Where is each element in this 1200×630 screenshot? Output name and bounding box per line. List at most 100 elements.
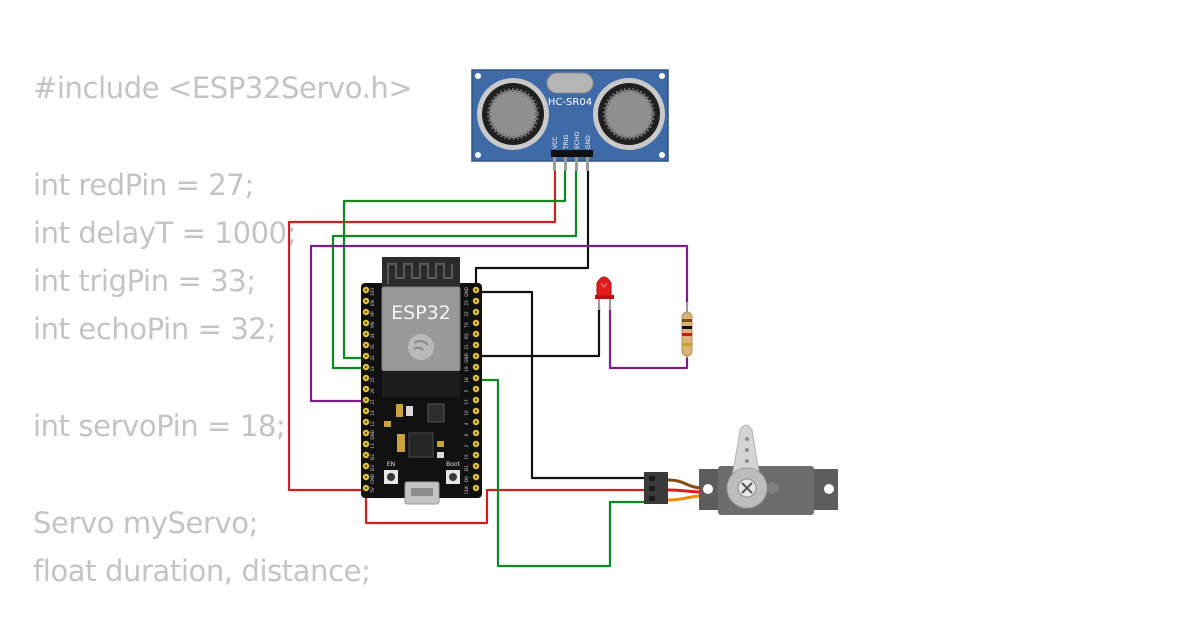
right-header-pin-hole <box>474 453 478 457</box>
right-pin-label: GND <box>464 353 469 363</box>
left-header-pin-hole <box>364 387 368 391</box>
code-listing: #include <ESP32Servo.h> int redPin = 27;… <box>33 64 413 595</box>
right-header-pin-hole <box>474 376 478 380</box>
right-pin-label: TX <box>464 322 469 329</box>
left-pin-label: 25 <box>370 377 375 383</box>
left-header-pin-hole <box>364 398 368 402</box>
en-button-label: EN <box>387 461 395 468</box>
right-pin-label: 2 <box>464 444 469 447</box>
wire-green-trig <box>342 170 567 360</box>
left-header-pin-hole <box>364 464 368 468</box>
crystal-oscillator <box>546 72 594 94</box>
code-line: #include <ESP32Servo.h> <box>33 71 413 105</box>
esp32-module-label: ESP32 <box>391 302 451 324</box>
right-header-pin-hole <box>474 398 478 402</box>
right-pin-label: 16 <box>464 410 469 416</box>
left-pin-label: D3 <box>370 465 375 471</box>
sensor-pin-gnd-label: GND <box>585 135 592 149</box>
left-header-pin-hole <box>364 475 368 479</box>
sensor-transducer-right <box>593 78 665 150</box>
right-pin-label: 18 <box>464 377 469 383</box>
left-pin-label: VP <box>370 311 375 317</box>
left-pin-header: 3V3ENVPVN343532332526271412GND13D2D3CMD5… <box>362 286 375 493</box>
left-pin-label: GND <box>370 430 375 440</box>
wire-purple-led-2 <box>608 306 689 370</box>
right-pin-label: 0 <box>464 433 469 436</box>
right-header-pin-hole <box>474 321 478 325</box>
right-pin-label: GND <box>464 287 469 297</box>
wire-red-vcc <box>287 170 557 492</box>
left-header-pin-hole <box>364 420 368 424</box>
wire-black-servo <box>476 290 645 480</box>
left-pin-label: 14 <box>370 410 375 416</box>
left-pin-label: 34 <box>370 333 375 339</box>
left-pin-label: 27 <box>370 399 375 405</box>
right-header-pin-hole <box>474 464 478 468</box>
sensor-transducer-left <box>477 78 549 150</box>
wires <box>287 170 689 568</box>
left-header-pin-hole <box>364 376 368 380</box>
ultrasonic-sensor: HC-SR04 VCC TRIG ECHO GND <box>471 69 669 171</box>
wire-purple-led <box>309 244 689 403</box>
left-pin-label: 13 <box>370 443 375 449</box>
right-header-pin-hole <box>474 420 478 424</box>
right-header-pin-hole <box>474 343 478 347</box>
left-header-pin-hole <box>364 431 368 435</box>
left-pin-label: 5V <box>370 487 375 493</box>
right-header-pin-hole <box>474 486 478 490</box>
right-pin-label: 15 <box>464 454 469 460</box>
wire-green-servo <box>476 378 645 568</box>
sensor-pin-vcc-label: VCC <box>552 137 559 149</box>
servo-motor <box>644 424 838 515</box>
sensor-pin-echo-label: ECHO <box>574 132 581 149</box>
right-header-pin-hole <box>474 442 478 446</box>
code-line: int delayT = 1000; <box>33 215 297 250</box>
code-line: Servo myServo; <box>33 505 258 540</box>
right-pin-label: 23 <box>464 300 469 306</box>
servo-connector <box>644 472 668 504</box>
code-line: int redPin = 27; <box>33 167 254 202</box>
left-header-pin-hole <box>364 299 368 303</box>
left-header-pin-hole <box>364 409 368 413</box>
red-led <box>595 276 614 310</box>
left-header-pin-hole <box>364 365 368 369</box>
right-header-pin-hole <box>474 475 478 479</box>
left-pin-label: 32 <box>370 355 375 361</box>
left-pin-label: VN <box>370 322 375 328</box>
wire-black-led <box>476 306 601 358</box>
right-pin-label: D0 <box>464 476 469 482</box>
esp32-board: ESP32 EN Boot 3V3ENVPVN34353233252627141… <box>361 257 482 505</box>
left-header-pin-hole <box>364 332 368 336</box>
usb-uart-chip <box>408 432 434 458</box>
left-header-pin-hole <box>364 310 368 314</box>
boot-button-label: Boot <box>446 461 460 468</box>
right-pin-label: D1 <box>464 465 469 471</box>
code-line: int echoPin = 32; <box>33 312 276 347</box>
right-header-pin-hole <box>474 288 478 292</box>
right-header-pin-hole <box>474 299 478 303</box>
right-header-pin-hole <box>474 310 478 314</box>
right-pin-label: 21 <box>464 344 469 350</box>
espressif-logo-icon <box>408 334 434 360</box>
left-pin-label: 26 <box>370 388 375 394</box>
code-line: float duration, distance; <box>33 553 371 588</box>
right-pin-label: 22 <box>464 311 469 317</box>
sensor-header-pins <box>551 150 593 171</box>
right-pin-label: 17 <box>464 399 469 405</box>
right-pin-label: CLK <box>464 486 469 494</box>
right-header-pin-hole <box>474 431 478 435</box>
right-header-pin-hole <box>474 409 478 413</box>
left-pin-label: EN <box>370 300 375 306</box>
right-header-pin-hole <box>474 387 478 391</box>
left-pin-label: 35 <box>370 344 375 350</box>
right-header-pin-hole <box>474 332 478 336</box>
right-pin-label: RX <box>464 333 469 339</box>
left-pin-label: 3V3 <box>370 288 375 297</box>
left-pin-label: 12 <box>370 421 375 427</box>
right-pin-label: 19 <box>464 366 469 372</box>
right-pin-label: 5 <box>464 389 469 392</box>
resistor <box>681 302 693 358</box>
wire-black-gnd <box>474 170 590 290</box>
code-line: int servoPin = 18; <box>33 409 286 444</box>
